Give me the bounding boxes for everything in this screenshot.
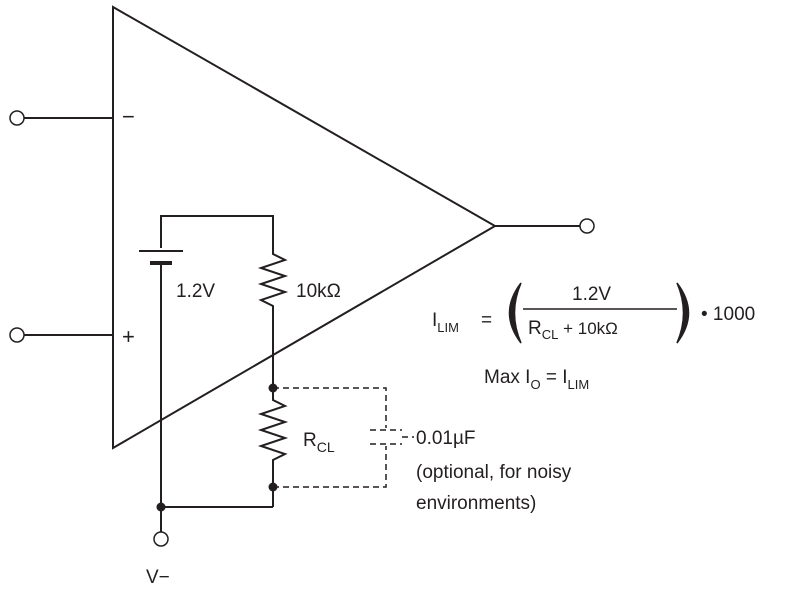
opamp-triangle: [112, 5, 498, 450]
formula-multiplier: • 1000: [701, 304, 755, 325]
formula-numerator: 1.2V: [572, 284, 611, 305]
noninverting-sign: +: [122, 324, 135, 349]
supply-label: V−: [146, 567, 170, 588]
formula-left-paren: [508, 282, 522, 344]
formula-max-io: Max IO = ILIM: [484, 367, 589, 392]
output-terminal[interactable]: [579, 218, 595, 234]
battery-value-label: 1.2V: [176, 281, 215, 302]
formula-equals: =: [481, 310, 492, 331]
formula-denominator: RCL + 10kΩ: [528, 318, 618, 342]
resistor-10k: [257, 252, 289, 388]
battery-symbol: [139, 250, 183, 265]
resistor-rcl: [257, 388, 289, 507]
current-limit-formula: ILIM = 1.2V RCL + 10kΩ • 1000 Max IO = I…: [432, 282, 755, 392]
top-internal-wire: [160, 215, 274, 252]
inverting-input-terminal[interactable]: [9, 110, 25, 126]
junction-dot-bottom: [156, 502, 166, 512]
resistor-value-label: 10kΩ: [296, 281, 341, 302]
capacitor-note-line2: environments): [416, 493, 536, 514]
formula-ilim: ILIM: [432, 310, 459, 335]
formula-right-paren: [676, 282, 690, 344]
inverting-sign: −: [122, 104, 135, 129]
rcl-label: RCL: [303, 430, 335, 455]
capacitor-value-label: 0.01µF: [416, 428, 476, 449]
noninverting-input-terminal[interactable]: [9, 327, 25, 343]
capacitor-note-line1: (optional, for noisy: [416, 462, 572, 483]
supply-terminal[interactable]: [153, 531, 169, 547]
optional-capacitor: [273, 387, 414, 488]
